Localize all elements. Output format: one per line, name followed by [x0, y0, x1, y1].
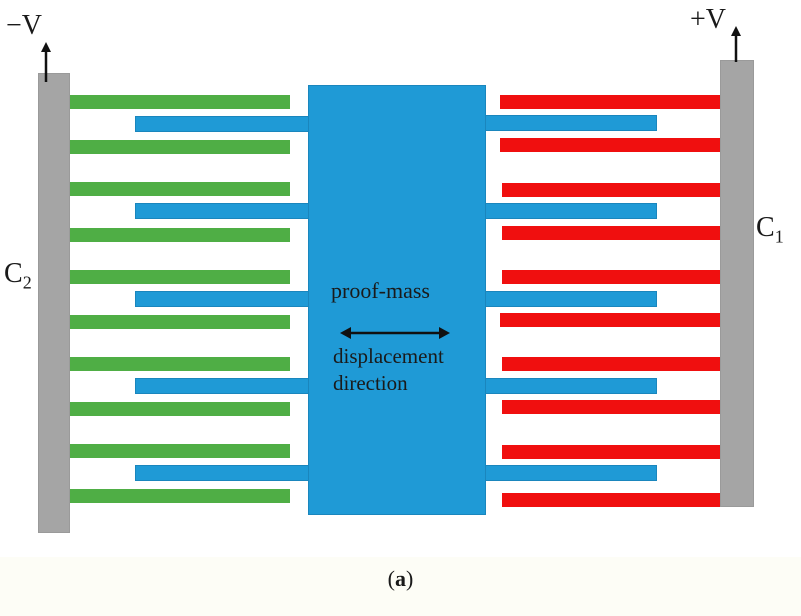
- proof-mass-label: proof-mass: [331, 278, 430, 303]
- c2-label-main: C: [4, 258, 23, 289]
- mass-finger-left: [135, 465, 311, 481]
- mass-finger-right: [482, 378, 657, 394]
- right-finger: [502, 270, 720, 284]
- mass-finger-right: [482, 291, 657, 307]
- negative-voltage-label: −V: [6, 10, 43, 41]
- mass-finger-left: [135, 203, 311, 219]
- mass-finger-right: [482, 465, 657, 481]
- c1-label: C1: [756, 212, 784, 248]
- left-finger: [70, 95, 290, 109]
- mass-finger-right: [482, 115, 657, 131]
- left-finger: [70, 357, 290, 371]
- left-finger: [70, 182, 290, 196]
- displacement-label: displacement: [333, 344, 444, 368]
- right-finger: [502, 226, 720, 240]
- caption-close: ): [406, 566, 414, 591]
- proof-mass: [308, 85, 486, 515]
- caption-letter: a: [395, 566, 406, 591]
- right-finger: [502, 357, 720, 371]
- mass-finger-left: [135, 291, 311, 307]
- up-arrow-icon: [41, 42, 51, 82]
- caption-open: (: [387, 566, 395, 591]
- right-finger: [502, 445, 720, 459]
- positive-voltage-label: +V: [690, 4, 727, 35]
- left-electrode-c2: [38, 73, 70, 533]
- right-finger: [502, 400, 720, 414]
- left-finger: [70, 270, 290, 284]
- right-finger: [502, 493, 720, 507]
- figure-caption: (a): [0, 566, 801, 592]
- left-finger: [70, 228, 290, 242]
- left-finger: [70, 140, 290, 154]
- right-finger: [500, 313, 720, 327]
- left-finger: [70, 402, 290, 416]
- mass-finger-right: [482, 203, 657, 219]
- left-finger: [70, 444, 290, 458]
- double-arrow-icon: [340, 327, 450, 339]
- right-finger: [500, 95, 720, 109]
- right-electrode-c1: [720, 60, 754, 507]
- comb-drive-diagram: −V +V C2 C1 proof-mass displacement dire…: [4, 4, 784, 533]
- up-arrow-icon: [731, 26, 741, 62]
- right-finger: [502, 183, 720, 197]
- mass-finger-left: [135, 378, 311, 394]
- left-finger: [70, 315, 290, 329]
- c2-label: C2: [4, 258, 32, 294]
- direction-label: direction: [333, 371, 408, 395]
- right-finger: [500, 138, 720, 152]
- c1-label-main: C: [756, 212, 775, 243]
- c1-label-sub: 1: [774, 226, 784, 247]
- left-finger: [70, 489, 290, 503]
- c2-label-sub: 2: [22, 272, 32, 293]
- mass-finger-left: [135, 116, 311, 132]
